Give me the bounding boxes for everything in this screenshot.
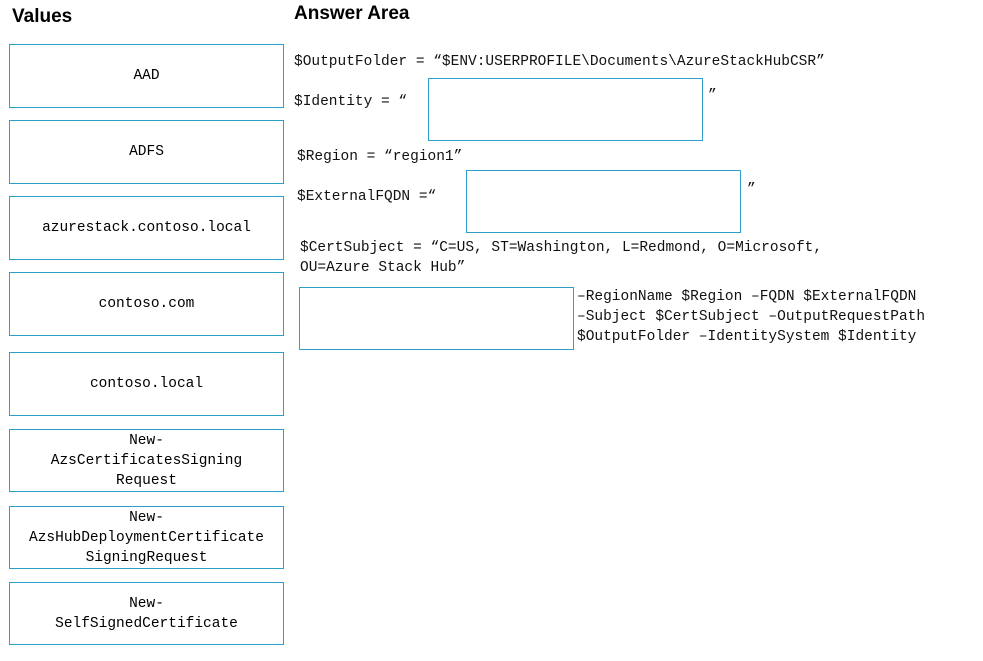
value-label-line: SelfSignedCertificate — [55, 615, 238, 632]
code-cmd-line-1: –RegionName $Region –FQDN $ExternalFQDN — [577, 289, 917, 305]
identity-drop-target[interactable] — [428, 78, 703, 141]
value-label-line: New- — [129, 595, 164, 612]
code-fqdn-prefix: $ExternalFQDN =“ — [297, 189, 437, 205]
value-item-new-azshubdeploymentcertificatesigningrequest[interactable]: New- AzsHubDeploymentCertificate Signing… — [9, 506, 284, 569]
code-identity-suffix: ” — [708, 88, 717, 104]
value-label-line: SigningRequest — [85, 549, 208, 566]
value-label-line: AzsHubDeploymentCertificate — [29, 529, 264, 546]
code-cert-subject-line-1: $CertSubject = “C=US, ST=Washington, L=R… — [300, 240, 823, 256]
value-label-line: Request — [116, 472, 177, 489]
code-output-folder: $OutputFolder = “$ENV:USERPROFILE\Docume… — [294, 54, 825, 70]
value-item-adfs[interactable]: ADFS — [9, 120, 284, 184]
code-cert-subject-line-2: OU=Azure Stack Hub” — [300, 260, 466, 276]
code-fqdn-suffix: ” — [747, 182, 756, 198]
value-label: ADFS — [129, 144, 164, 160]
values-heading: Values — [12, 6, 73, 27]
answer-area-heading: Answer Area — [294, 3, 410, 24]
code-identity-prefix: $Identity = “ — [294, 94, 408, 110]
value-label-line: AzsCertificatesSigning — [50, 452, 243, 469]
value-label-line: New- — [129, 432, 164, 449]
value-label: AAD — [133, 68, 160, 84]
value-label: contoso.com — [98, 296, 195, 312]
value-item-new-azscertificatessigningrequest[interactable]: New- AzsCertificatesSigning Request — [9, 429, 284, 492]
value-label: azurestack.contoso.local — [42, 220, 251, 236]
value-item-azurestack-contoso-local[interactable]: azurestack.contoso.local — [9, 196, 284, 260]
external-fqdn-drop-target[interactable] — [466, 170, 741, 233]
code-cmd-line-2: –Subject $CertSubject –OutputRequestPath — [577, 309, 926, 325]
value-label-line: New- — [129, 509, 164, 526]
cmdlet-drop-target[interactable] — [299, 287, 574, 350]
value-item-contoso-com[interactable]: contoso.com — [9, 272, 284, 336]
code-cmd-line-3: $OutputFolder –IdentitySystem $Identity — [577, 329, 917, 345]
value-item-aad[interactable]: AAD — [9, 44, 284, 108]
value-item-new-selfsignedcertificate[interactable]: New- SelfSignedCertificate — [9, 582, 284, 645]
value-item-contoso-local[interactable]: contoso.local — [9, 352, 284, 416]
value-label: contoso.local — [89, 376, 204, 392]
code-region: $Region = “region1” — [297, 149, 463, 165]
